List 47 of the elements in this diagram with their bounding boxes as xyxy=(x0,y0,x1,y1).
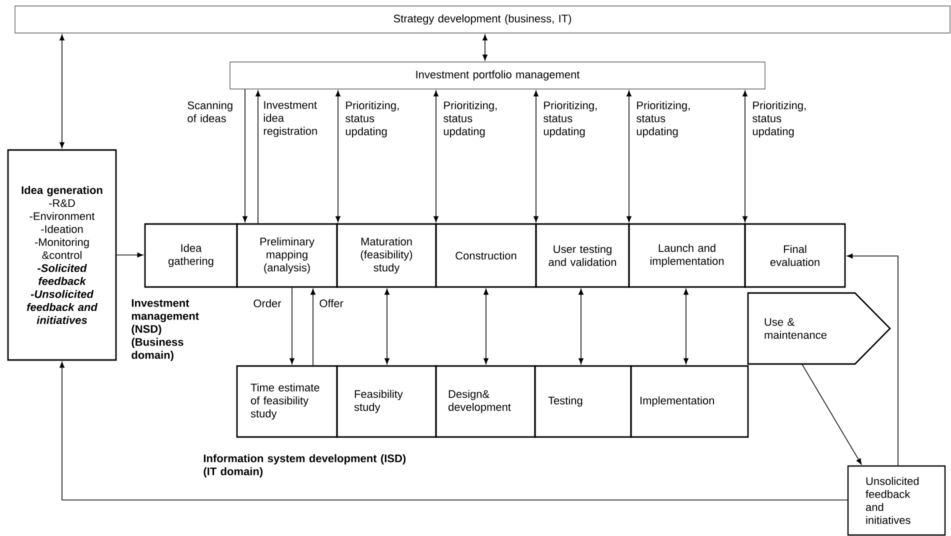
process-box: Maturation (feasibility) study xyxy=(336,223,437,288)
process-box: Testing xyxy=(534,365,632,438)
process-box: Launch and implementation xyxy=(628,223,746,288)
idea-generation-box: Idea generation -R&D -Environment -Ideation -Monitoring &control -Solicited feedback -Unsolicited feedback and initiatives xyxy=(7,149,117,361)
process-box: Idea gathering xyxy=(144,223,238,288)
edge-label: Order xyxy=(254,299,282,308)
process-box: Time estimate of feasibility study xyxy=(236,365,338,438)
arrow xyxy=(310,288,316,366)
edge-label: Investment idea registration xyxy=(264,101,317,138)
arrow xyxy=(626,90,632,222)
arrow xyxy=(336,90,340,222)
arrow xyxy=(242,88,248,222)
phase-pentagon: Use & maintenance xyxy=(747,292,891,365)
edge-label: Prioritizing, status updating xyxy=(444,101,497,138)
arrow xyxy=(256,90,260,224)
edge-label: Prioritizing, status updating xyxy=(544,101,597,138)
arrow xyxy=(384,288,390,364)
arrow xyxy=(434,90,438,222)
arrow xyxy=(534,90,538,222)
arrow xyxy=(60,34,64,148)
section-label: Investment management (NSD) (Business domain) xyxy=(132,299,199,362)
process-box: Feasibility study xyxy=(336,365,437,438)
edge-label: Scanning of ideas xyxy=(188,101,232,122)
feedback-box: Unsolicited feedback and initiatives xyxy=(847,465,946,536)
arrow xyxy=(802,364,862,464)
arrow xyxy=(290,287,294,364)
arrow xyxy=(60,362,848,500)
process-box: Preliminary mapping (analysis) xyxy=(236,223,338,288)
edge-label: Offer xyxy=(320,299,344,308)
arrow xyxy=(742,90,748,222)
edge-label: Prioritizing, status updating xyxy=(752,101,806,138)
process-box: Construction xyxy=(435,223,537,288)
process-box: Design& development xyxy=(435,365,536,438)
process-box: User testing and validation xyxy=(535,223,630,288)
portfolio-box: Investment portfolio management xyxy=(230,62,766,90)
arrow xyxy=(684,288,688,364)
process-box: Final evaluation xyxy=(744,223,846,288)
section-label: Information system development (ISD) (IT domain) xyxy=(204,454,406,478)
arrow xyxy=(116,252,144,258)
arrow xyxy=(484,288,488,364)
edge-label: Prioritizing, status updating xyxy=(346,101,399,138)
arrow xyxy=(578,288,584,364)
process-box: Implementation xyxy=(630,365,749,438)
arrow xyxy=(482,34,488,60)
strategy-box: Strategy development (business, IT) xyxy=(14,6,950,34)
arrow xyxy=(846,254,898,466)
edge-label: Prioritizing, status updating xyxy=(636,101,690,138)
